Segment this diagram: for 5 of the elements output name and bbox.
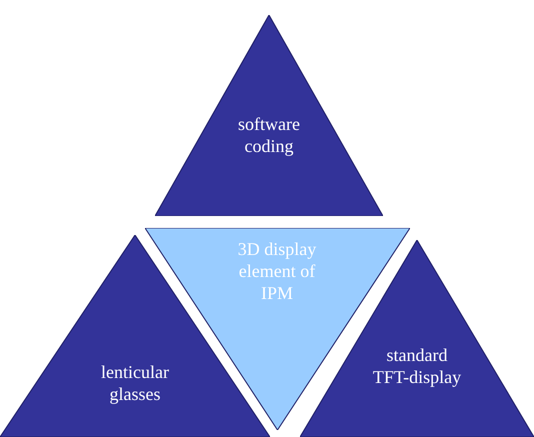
triangle-label: 3D display element of IPM [236,238,318,304]
triangle-label: software coding [237,113,301,157]
triangle-label: lenticular glasses [100,361,170,405]
triangle-shape [155,15,383,216]
triangle-label: standard TFT-display [372,344,462,388]
